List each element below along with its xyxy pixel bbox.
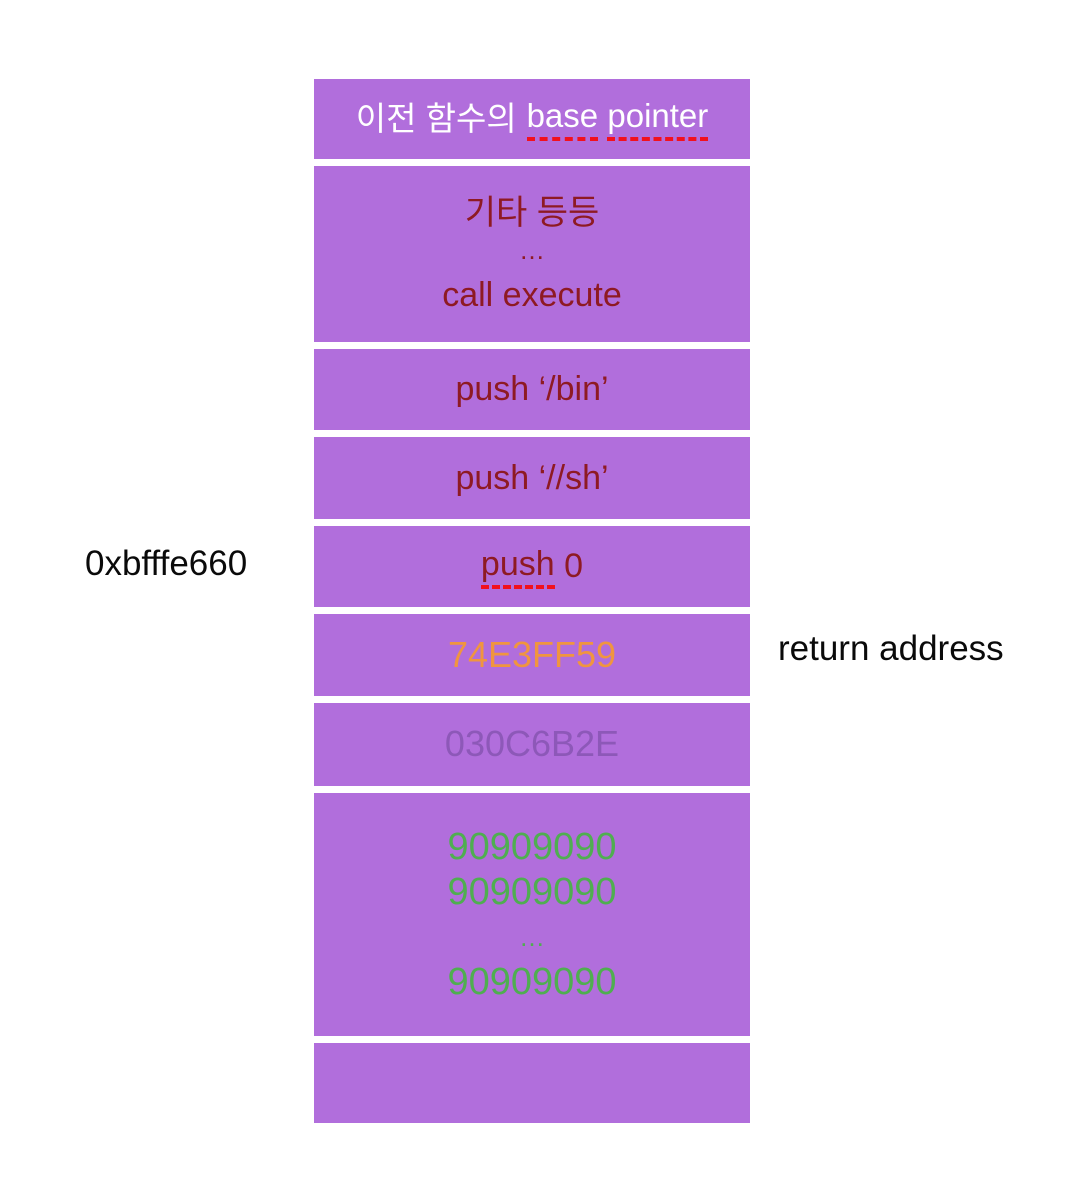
leftover-hex-value: 030C6B2E	[444, 723, 620, 765]
stack-cell-leftover-value: 030C6B2E	[314, 703, 750, 786]
stack-cell-saved-base-pointer: 이전 함수의 base pointer	[314, 79, 750, 159]
return-address-hex-value: 74E3FF59	[447, 633, 617, 675]
nop-sled-value-2: 90909090	[447, 870, 617, 913]
nop-sled-value-3: 90909090	[447, 960, 617, 1003]
push-sh-text: push ‘//sh’	[455, 458, 609, 497]
push-zero-word-push: push	[480, 544, 555, 590]
nop-sled-value-1: 90909090	[447, 825, 617, 868]
stack-cell-return-address-value: 74E3FF59	[314, 614, 750, 696]
saved-base-pointer-korean-text: 이전 함수의	[355, 99, 517, 137]
caller-code-line-etc: 기타 등등	[464, 194, 600, 233]
caller-code-ellipsis: …	[519, 234, 545, 265]
stack-cell-nop-sled: 90909090 90909090 … 90909090	[314, 793, 750, 1036]
stack-cell-push-zero: push 0	[314, 526, 750, 607]
stack-diagram: 이전 함수의 base pointer 기타 등등 … call execute…	[314, 79, 750, 1123]
stack-address-label: 0xbfffe660	[85, 544, 248, 583]
return-address-label: return address	[778, 629, 1004, 668]
stack-cell-push-bin: push ‘/bin’	[314, 349, 750, 430]
stack-cell-empty	[314, 1043, 750, 1123]
saved-base-pointer-word-pointer: pointer	[607, 97, 709, 141]
saved-base-pointer-word-base: base	[526, 97, 599, 141]
nop-sled-ellipsis: …	[519, 921, 545, 952]
stack-cell-push-sh: push ‘//sh’	[314, 437, 750, 519]
push-bin-text: push ‘/bin’	[455, 370, 609, 409]
push-zero-operand: 0	[564, 547, 584, 586]
stack-cell-caller-code: 기타 등등 … call execute	[314, 166, 750, 342]
caller-code-line-call-execute: call execute	[442, 275, 622, 314]
